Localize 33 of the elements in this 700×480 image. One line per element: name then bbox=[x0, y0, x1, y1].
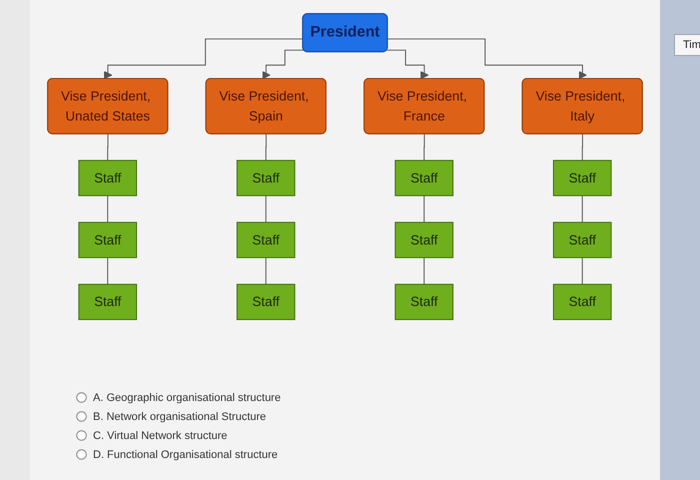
node-box: Staff bbox=[553, 160, 612, 196]
connector bbox=[265, 134, 267, 161]
node-box: Staff bbox=[78, 222, 137, 258]
connector bbox=[107, 134, 109, 161]
connector bbox=[107, 257, 108, 285]
answer-option: B. Network organisational Structure bbox=[93, 410, 266, 422]
node-box: Staff bbox=[553, 222, 612, 258]
connector bbox=[107, 195, 108, 223]
node-box: Staff bbox=[394, 284, 454, 320]
connector bbox=[582, 134, 584, 161]
connector bbox=[582, 257, 583, 285]
connector bbox=[265, 257, 266, 285]
arrow bbox=[262, 50, 304, 80]
connector bbox=[424, 134, 426, 161]
answer-option: A. Geographic organisational structure bbox=[93, 392, 281, 404]
connector bbox=[265, 195, 266, 223]
arrow bbox=[104, 38, 304, 80]
node-box: Staff bbox=[553, 284, 612, 320]
arrow bbox=[386, 50, 429, 80]
node-box: Staff bbox=[394, 160, 454, 196]
node-box: Staff bbox=[394, 222, 454, 258]
node-box: Staff bbox=[236, 222, 296, 258]
connector bbox=[582, 195, 583, 223]
arrow bbox=[387, 38, 587, 80]
connector bbox=[424, 195, 425, 223]
connector bbox=[424, 257, 425, 285]
answer-option: D. Functional Organisational structure bbox=[93, 448, 278, 460]
answer-option: C. Virtual Network structure bbox=[93, 430, 228, 442]
node-box: Staff bbox=[78, 284, 137, 320]
side-tab: Tim bbox=[674, 34, 700, 56]
node-box: Staff bbox=[236, 284, 296, 320]
node-box: Staff bbox=[78, 160, 137, 196]
node-box: Staff bbox=[236, 160, 296, 196]
